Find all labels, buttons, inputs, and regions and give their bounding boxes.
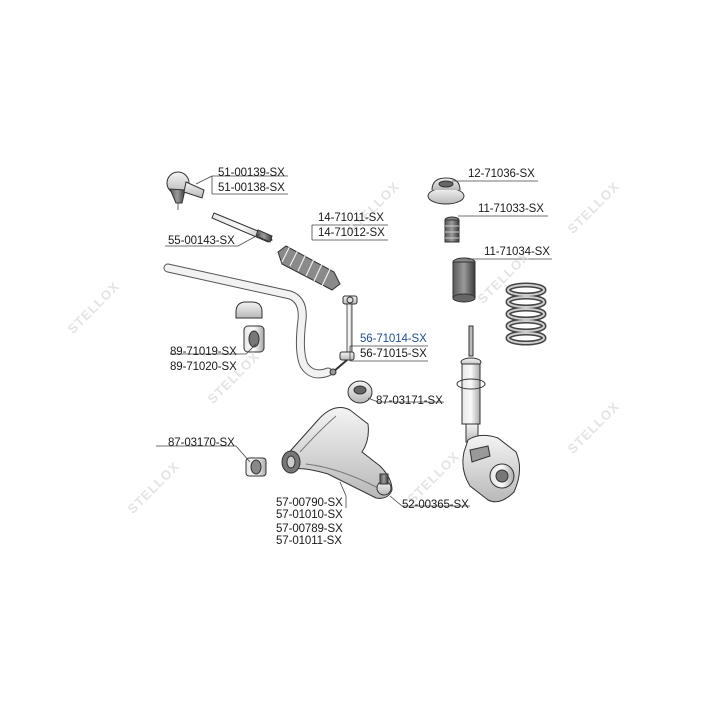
part-label-89-71019[interactable]: 89-71019-SX	[170, 346, 237, 358]
arm-bushing-front-part[interactable]	[245, 457, 267, 477]
part-label-56-71014[interactable]: 56-71014-SX	[360, 333, 427, 345]
part-label-51-00138[interactable]: 51-00138-SX	[218, 182, 285, 194]
bump-stop-part[interactable]	[444, 216, 460, 243]
part-label-14-71012[interactable]: 14-71012-SX	[318, 227, 385, 239]
part-label-87-03170[interactable]: 87-03170-SX	[168, 437, 235, 449]
part-label-56-71015[interactable]: 56-71015-SX	[360, 348, 427, 360]
stabilizer-bar-part[interactable]	[163, 263, 333, 379]
part-label-12-71036[interactable]: 12-71036-SX	[468, 168, 535, 180]
part-label-87-03171[interactable]: 87-03171-SX	[376, 395, 443, 407]
part-label-14-71011[interactable]: 14-71011-SX	[318, 212, 384, 224]
part-label-57-00790[interactable]: 57-00790-SX	[276, 497, 343, 509]
lower-control-arm-part[interactable]	[281, 407, 393, 499]
part-label-57-01011[interactable]: 57-01011-SX	[276, 535, 342, 547]
leader-lines	[156, 175, 552, 508]
stabilizer-link-part[interactable]	[329, 295, 358, 376]
part-label-55-00143[interactable]: 55-00143-SX	[168, 235, 235, 247]
part-label-52-00365[interactable]: 52-00365-SX	[402, 499, 469, 511]
part-label-51-00139[interactable]: 51-00139-SX	[218, 167, 285, 179]
coil-spring-part[interactable]	[505, 282, 547, 346]
part-label-11-71034[interactable]: 11-71034-SX	[484, 246, 550, 258]
rack-boot-part[interactable]	[277, 245, 341, 291]
shock-absorber-part[interactable]	[456, 325, 486, 443]
dust-boot-part[interactable]	[452, 257, 476, 303]
arm-bushing-rear-part[interactable]	[347, 380, 373, 404]
tie-rod-end-part[interactable]	[166, 171, 205, 210]
part-label-11-71033[interactable]: 11-71033-SX	[478, 203, 544, 215]
part-label-57-00789[interactable]: 57-00789-SX	[276, 523, 343, 535]
part-label-57-01010[interactable]: 57-01010-SX	[276, 509, 343, 521]
strut-mount-part[interactable]	[427, 177, 465, 205]
part-label-89-71020[interactable]: 89-71020-SX	[170, 361, 237, 373]
steering-knuckle-part[interactable]	[462, 434, 520, 503]
stabilizer-bushing-part[interactable]	[235, 301, 265, 353]
ball-joint-part[interactable]	[376, 473, 392, 496]
inner-tie-rod-part[interactable]	[211, 212, 273, 243]
